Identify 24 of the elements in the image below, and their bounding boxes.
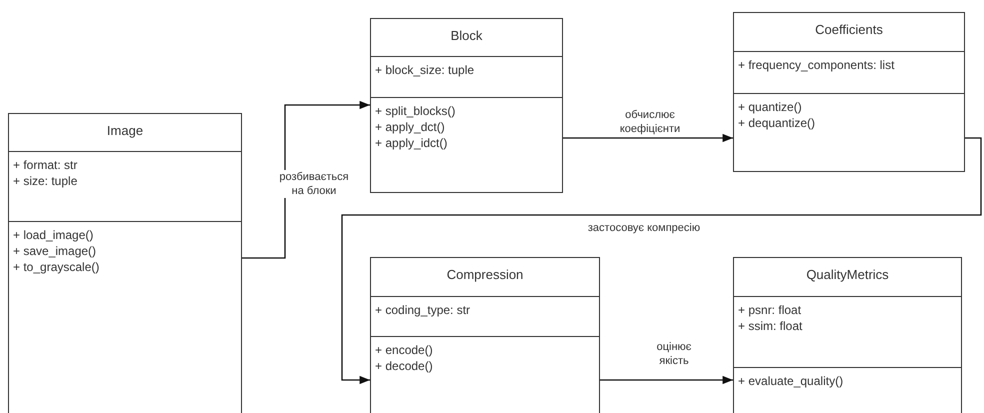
class-name: Block [450, 28, 482, 44]
class-box [370, 18, 563, 193]
attribute-list: + block_size: tuple [375, 62, 474, 78]
class-box [733, 12, 965, 172]
method-list: + split_blocks() + apply_dct() + apply_idct() [375, 103, 456, 151]
arrow [563, 134, 733, 142]
attribute-list: + psnr: float + ssim: float [738, 302, 802, 334]
method-list: + quantize() + dequantize() [738, 99, 816, 131]
class-box [370, 257, 600, 413]
class-box [733, 257, 962, 413]
attribute-list: + coding_type: str [375, 302, 470, 318]
arrow [341, 137, 982, 384]
attribute-list: + frequency_components: list [738, 57, 894, 73]
class-name: Coefficients [815, 22, 883, 38]
arrow [600, 376, 733, 384]
method-list: + encode() + decode() [375, 342, 433, 374]
method-list: + evaluate_quality() [738, 373, 844, 389]
class-name: Image [106, 123, 144, 139]
method-list: + load_image() + save_image() + to_grayscale() [13, 227, 100, 275]
class-name: Compression [446, 267, 524, 283]
class-box [8, 113, 242, 413]
attribute-list: + format: str + size: tuple [13, 157, 78, 189]
arrow [242, 100, 370, 259]
class-name: QualityMetrics [806, 267, 889, 283]
